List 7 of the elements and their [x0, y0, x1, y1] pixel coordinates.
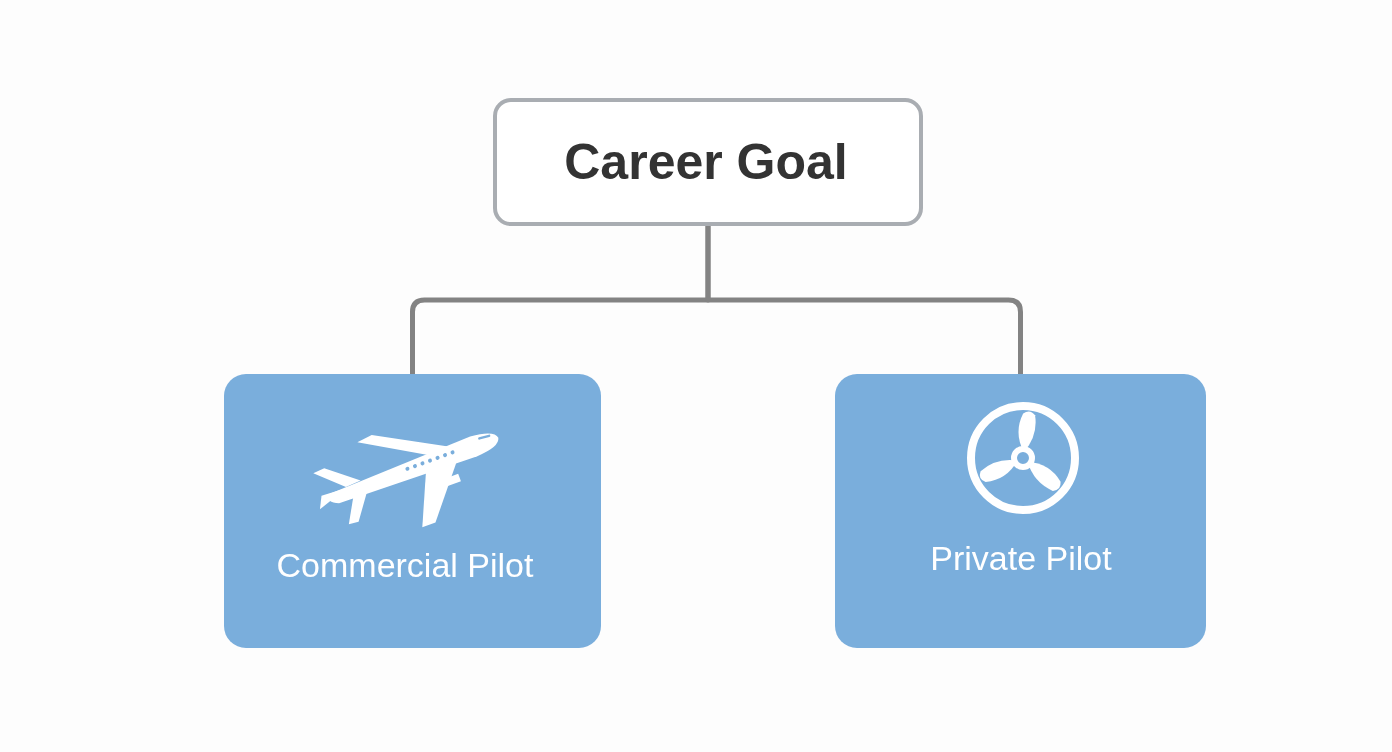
- career-option-box: [224, 374, 601, 648]
- node-label: Commercial Pilot: [276, 545, 534, 586]
- connector-line: [705, 226, 1023, 374]
- career-option-box: [835, 374, 1206, 648]
- node-label: Private Pilot: [930, 538, 1112, 579]
- goal-box: [493, 98, 923, 226]
- node-label: Career Goal: [564, 133, 848, 192]
